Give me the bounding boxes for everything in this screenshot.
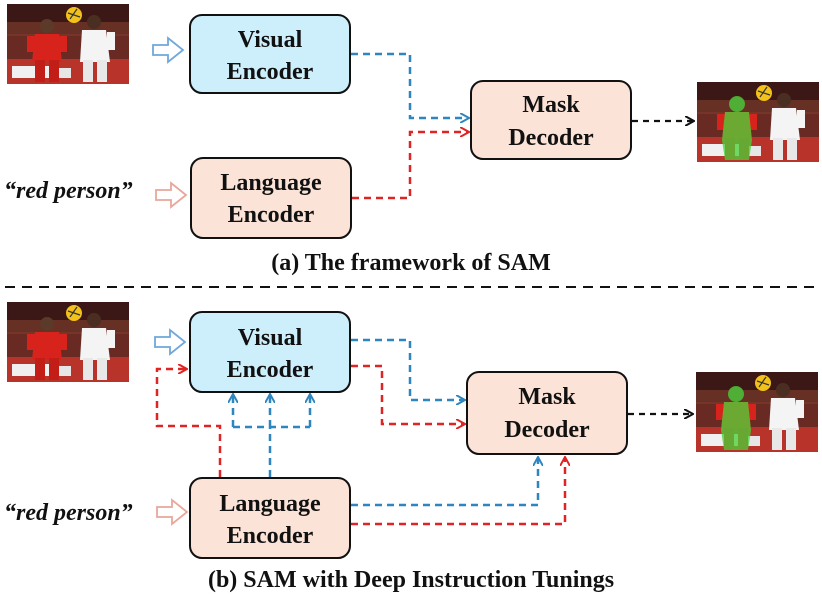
language-encoder-label-line2: Encoder — [227, 523, 314, 549]
hollow-arrow-icon — [152, 36, 185, 64]
visual-encoder-box-b: Visual Encoder — [189, 311, 351, 393]
language-encoder-box-a: Language Encoder — [190, 157, 352, 239]
language-encoder-label-line1: Language — [219, 491, 321, 517]
language-to-visual-input-red-arrow-b — [155, 369, 222, 477]
visual-encoder-box-a: Visual Encoder — [189, 14, 351, 94]
language-to-decoder-arrow-a — [352, 132, 468, 200]
mask-decoder-label-line2: Decoder — [508, 125, 594, 151]
language-to-decoder-blue-arrow-b — [351, 458, 538, 507]
visual-encoder-label-line2: Encoder — [227, 357, 314, 383]
mask-decoder-label-line1: Mask — [522, 92, 580, 118]
visual-encoder-label-line1: Visual — [238, 325, 303, 351]
mask-decoder-box-a: Mask Decoder — [470, 80, 632, 160]
visual-to-decoder-arrow-a — [351, 52, 468, 118]
prompt-text-b: “red person” — [4, 500, 133, 526]
prompt-text-a: “red person” — [4, 178, 133, 204]
hollow-arrow-icon — [154, 328, 187, 356]
visual-encoder-label-line2: Encoder — [227, 59, 314, 85]
caption-b: (b) SAM with Deep Instruction Tunings — [208, 567, 614, 593]
output-photo-b — [695, 371, 819, 453]
mask-decoder-box-b: Mask Decoder — [466, 371, 628, 455]
mask-decoder-label-line2: Decoder — [504, 417, 590, 443]
input-photo-b — [6, 301, 130, 383]
language-encoder-box-b: Language Encoder — [189, 477, 351, 559]
hollow-arrow-icon — [155, 181, 188, 209]
caption-a: (a) The framework of SAM — [271, 250, 551, 276]
visual-to-decoder-blue-arrow-b — [351, 338, 464, 400]
mask-decoder-label-line1: Mask — [518, 384, 576, 410]
visual-encoder-label-line1: Visual — [238, 27, 303, 53]
language-encoder-label-line2: Encoder — [228, 202, 315, 228]
output-photo-a — [696, 81, 820, 163]
visual-to-decoder-red-arrow-b — [351, 364, 464, 424]
input-photo-a — [6, 3, 130, 85]
language-to-decoder-red-arrow-b — [351, 458, 565, 526]
language-encoder-label-line1: Language — [220, 170, 322, 196]
hollow-arrow-icon — [156, 498, 189, 526]
